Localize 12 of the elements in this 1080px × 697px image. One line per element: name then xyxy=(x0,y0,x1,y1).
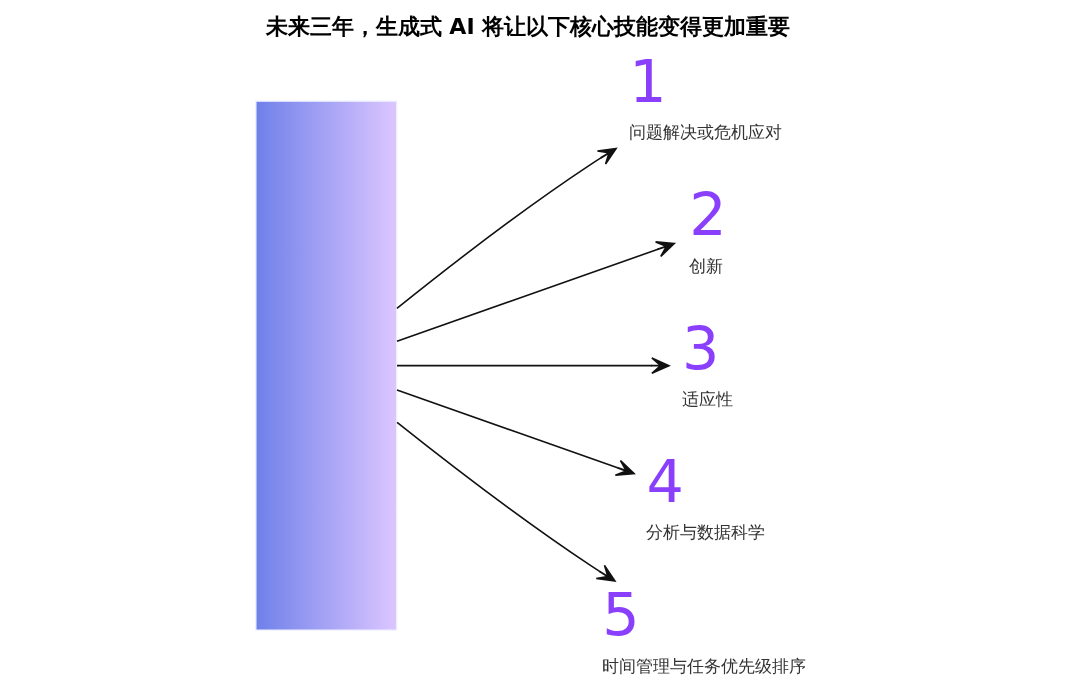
arrow xyxy=(395,147,617,310)
node-bar xyxy=(254,100,397,631)
diagram-title: 未来三年，生成式 AI 将让以下核心技能变得更加重要 xyxy=(265,14,790,40)
arrow xyxy=(395,357,670,375)
node-text: 5 时间管理与任务优先级排序 xyxy=(601,580,806,676)
node-text: 4 分析与数据科学 xyxy=(645,447,765,543)
node-text: 2 创新 xyxy=(688,180,727,276)
arrow xyxy=(395,421,616,582)
arrow xyxy=(395,241,675,342)
node-text: 3 适应性 xyxy=(681,313,733,410)
arrow xyxy=(395,389,635,476)
node-text: 1 问题解决或危机应对 xyxy=(628,46,782,143)
